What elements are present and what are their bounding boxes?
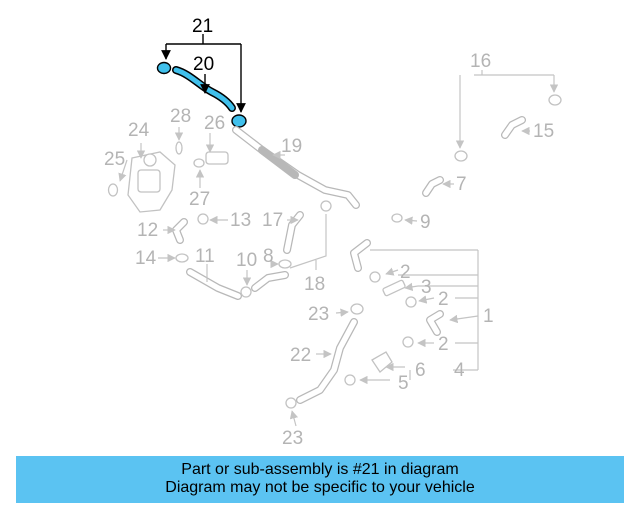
parts-diagram: 21 20 [104,16,562,449]
pipe-11 [186,268,242,300]
hose-16-a [454,150,468,162]
o-ring-5 [344,374,356,386]
fitting-8b [278,259,292,269]
callout-4[interactable]: 4 [454,360,465,381]
pipe-assembly-19 [232,126,360,209]
hose-8 [251,271,289,292]
callout-21-leaders [161,34,246,113]
callout-22[interactable]: 22 [290,345,311,366]
clamp-9 [391,213,403,223]
callout-2-c[interactable]: 2 [438,334,449,355]
leader-lines [118,70,559,427]
callout-12[interactable]: 12 [137,220,158,241]
callout-17[interactable]: 17 [262,210,283,231]
hose-clamp-lower[interactable] [231,114,247,128]
callout-24[interactable]: 24 [128,120,150,141]
callout-5[interactable]: 5 [398,373,409,394]
callout-18[interactable]: 18 [304,274,325,295]
callout-13[interactable]: 13 [230,210,251,231]
hose-assembly-21[interactable] [156,61,247,128]
hose-1-a [350,239,371,272]
gasket-28 [175,141,183,155]
callout-2-a[interactable]: 2 [400,262,411,283]
callout-26[interactable]: 26 [204,113,225,134]
hose-15 [501,116,526,139]
clamp-23a [350,303,364,315]
fitting-6 [371,351,393,373]
hose-22 [296,318,358,404]
callout-16[interactable]: 16 [470,51,491,72]
hose-1-b [426,310,444,336]
hose-16-b [548,94,562,106]
callout-9[interactable]: 9 [420,212,431,233]
clamp-13 [197,213,209,225]
callout-2-b[interactable]: 2 [438,289,449,310]
callout-23-b[interactable]: 23 [282,428,303,449]
sensor-26 [193,151,229,168]
fitting-14 [175,253,189,263]
pipe-3 [382,279,406,297]
clamp-2c [402,336,414,348]
hose-clamp-upper[interactable] [156,61,172,75]
clamp-2b [405,296,417,308]
callout-1[interactable]: 1 [483,306,494,327]
callout-28[interactable]: 28 [170,106,191,127]
callout-19[interactable]: 19 [281,136,302,157]
hose-12 [172,218,188,244]
clamp-23b [285,397,297,409]
callout-20[interactable]: 20 [193,54,214,75]
hose-7 [422,176,444,197]
callout-25[interactable]: 25 [104,149,125,170]
pipe-18 [289,214,327,269]
o-ring-25 [107,183,119,197]
clamp-10 [240,286,252,298]
callout-3[interactable]: 3 [421,277,432,298]
banner-line-1: Part or sub-assembly is #21 in diagram [181,461,459,478]
callout-7[interactable]: 7 [456,174,467,195]
callout-21[interactable]: 21 [192,16,213,37]
callout-23-a[interactable]: 23 [308,304,329,325]
thermostat-housing-24 [127,151,176,213]
callout-15[interactable]: 15 [533,121,554,142]
callout-6[interactable]: 6 [415,360,426,381]
callout-27[interactable]: 27 [189,189,210,210]
banner-line-2: Diagram may not be specific to your vehi… [165,479,475,496]
clamp-2a [369,271,381,283]
callout-10[interactable]: 10 [236,250,257,271]
info-banner: Part or sub-assembly is #21 in diagram D… [16,456,624,503]
callout-14[interactable]: 14 [135,248,157,269]
callout-8[interactable]: 8 [263,246,274,267]
clamp-18 [320,200,332,212]
callout-11[interactable]: 11 [195,246,215,267]
